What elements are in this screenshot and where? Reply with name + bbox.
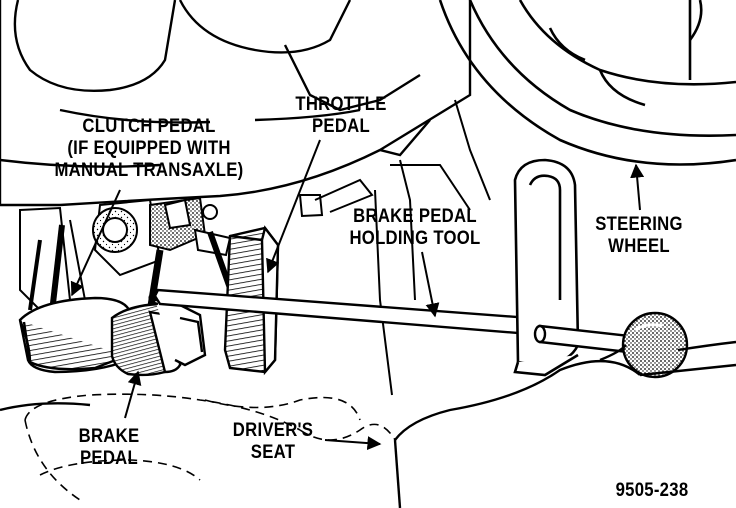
brake-pedal-shape — [110, 249, 207, 377]
leader-lines — [70, 139, 645, 451]
label-drivers-seat: DRIVER'S SEAT — [225, 420, 322, 464]
holding-tool-rod — [148, 288, 532, 336]
leader-brake — [124, 370, 142, 419]
label-throttle-pedal: THROTTLE PEDAL — [293, 94, 390, 138]
leader-steering — [630, 163, 645, 211]
steering-wheel-shape — [438, 0, 736, 166]
leader-clutch — [70, 189, 121, 297]
pedal-bracket — [19, 196, 232, 312]
label-steering-wheel: STEERING WHEEL — [591, 214, 688, 258]
floor-outline — [24, 393, 396, 501]
label-holding-tool-line-1: BRAKE PEDAL — [353, 206, 477, 227]
label-brake-line-2: PEDAL — [80, 448, 138, 469]
label-clutch-line-1: CLUTCH PEDAL — [82, 116, 216, 137]
label-brake-pedal-holding-tool: BRAKE PEDAL HOLDING TOOL — [340, 206, 490, 250]
drivers-seat-shape — [0, 340, 736, 508]
label-holding-tool-line-2: HOLDING TOOL — [349, 228, 481, 249]
label-steering-line-1: STEERING — [595, 214, 683, 235]
label-clutch-pedal: CLUTCH PEDAL (IF EQUIPPED WITH MANUAL TR… — [30, 116, 268, 182]
dashboard-panel — [0, 0, 472, 207]
clutch-pedal-shape — [18, 224, 132, 374]
steering-column — [298, 99, 491, 396]
label-seat-line-2: SEAT — [250, 442, 296, 463]
holding-tool-bracket — [513, 158, 580, 377]
holding-tool-handle — [533, 311, 689, 379]
label-clutch-line-2: (IF EQUIPPED WITH — [67, 138, 231, 159]
label-steering-line-2: WHEEL — [608, 236, 670, 257]
label-throttle-line-1: THROTTLE — [295, 94, 387, 115]
label-clutch-line-3: MANUAL TRANSAXLE) — [54, 160, 244, 181]
leader-seat — [324, 436, 382, 451]
label-brake-line-1: BRAKE — [78, 426, 140, 447]
leader-throttle — [266, 139, 321, 274]
label-brake-pedal: BRAKE PEDAL — [69, 426, 148, 470]
label-seat-line-1: DRIVER'S — [232, 420, 314, 441]
label-throttle-line-2: PEDAL — [312, 116, 370, 137]
figure-number: 9505-238 — [615, 480, 689, 501]
leader-holding-tool — [421, 251, 440, 318]
